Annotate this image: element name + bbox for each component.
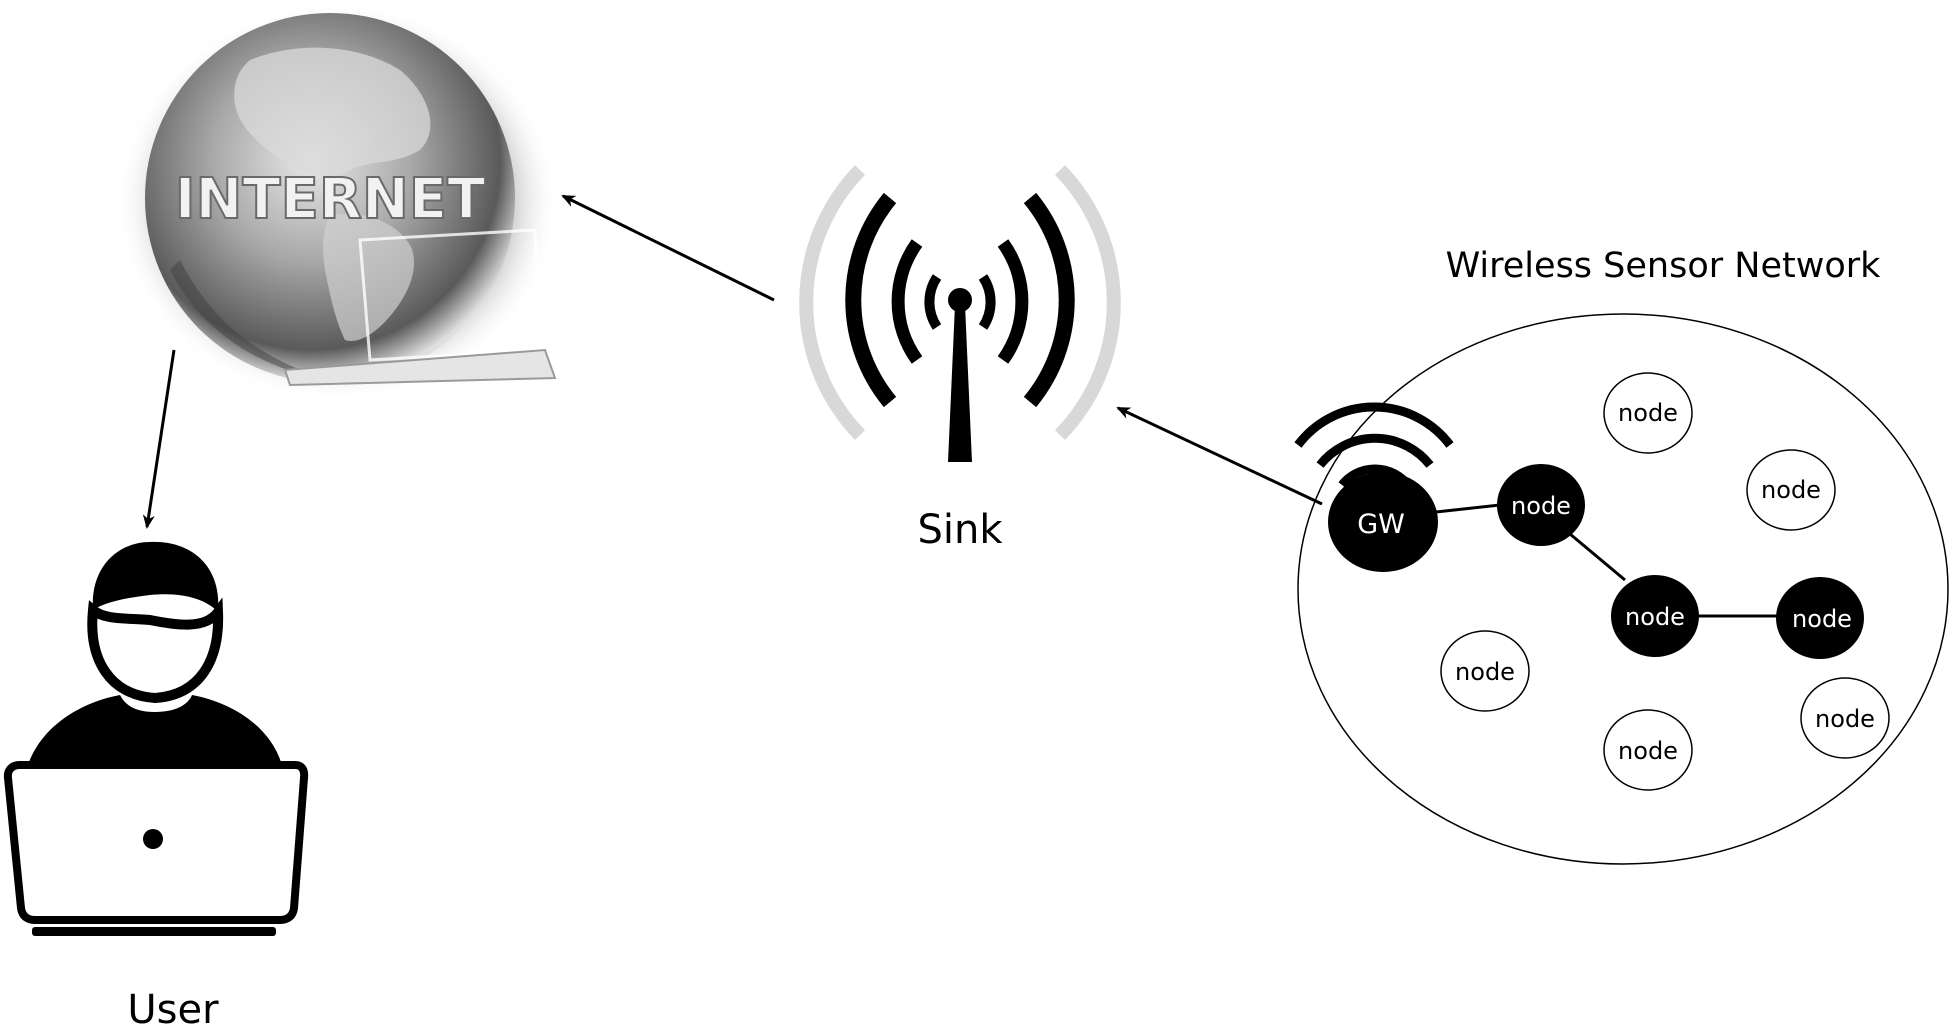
active-node-2-circle: [1611, 575, 1699, 657]
arrow-internet-to-user: [142, 349, 176, 529]
user-head: [87, 597, 224, 704]
link-gw-node1: [1435, 503, 1501, 514]
idle-node-3-circle: [1440, 630, 1530, 712]
idle-node-5: node: [1800, 677, 1890, 759]
arrow-gateway-to-sink: [1116, 406, 1323, 506]
user-label: User: [127, 987, 219, 1030]
idle-node-5-label: node: [1815, 705, 1875, 733]
user-body: [28, 695, 282, 765]
active-node-1-circle: [1497, 464, 1585, 546]
antenna-icon: [799, 165, 1121, 462]
idle-node-2-label: node: [1761, 476, 1821, 504]
link-node1-node2: [1569, 532, 1626, 582]
gw-signal-wave-middle: [1316, 433, 1434, 468]
antenna-wave-2-right: [997, 239, 1029, 364]
antenna-wave-2-left: [891, 239, 923, 364]
active-node-1-label: node: [1511, 492, 1571, 520]
antenna-wave-1-left: [924, 274, 942, 330]
arrow-sink-to-internet: [561, 194, 775, 302]
gateway-label: GW: [1357, 509, 1405, 540]
globe-continent-north-america: [234, 47, 431, 176]
antenna-wave-3-right: [1023, 192, 1075, 408]
active-node-3: node: [1776, 577, 1864, 659]
gw-signal-wave-outer: [1294, 402, 1454, 448]
globe-laptop-base: [283, 348, 557, 387]
idle-node-1-circle: [1603, 372, 1693, 454]
idle-node-4: node: [1603, 709, 1693, 791]
idle-node-3: node: [1440, 630, 1530, 712]
idle-node-5-circle: [1800, 677, 1890, 759]
gateway-circle: [1328, 472, 1438, 572]
antenna-wave-1-right: [978, 274, 996, 330]
antenna-wave-outer-right: [1054, 165, 1121, 440]
sink-label: Sink: [917, 507, 1003, 553]
antenna-mast: [948, 305, 972, 462]
user-laptop-base: [32, 927, 276, 936]
user-laptop-logo: [143, 829, 163, 849]
globe-continent-south-america: [323, 213, 415, 341]
active-node-3-circle: [1776, 577, 1864, 659]
idle-node-4-label: node: [1618, 737, 1678, 765]
idle-node-4-circle: [1603, 709, 1693, 791]
user-hair: [92, 541, 219, 612]
wsn-title: Wireless Sensor Network: [1446, 246, 1882, 286]
active-node-2: node: [1611, 575, 1699, 657]
wsn-boundary: [1297, 313, 1949, 865]
active-node-3-label: node: [1792, 605, 1852, 633]
active-node-2-label: node: [1625, 603, 1685, 631]
idle-node-1-label: node: [1618, 399, 1678, 427]
gateway-node: GW: [1328, 472, 1438, 572]
globe-shading-rim: [170, 260, 330, 380]
idle-node-2: node: [1746, 449, 1836, 531]
antenna-wave-3-left: [845, 192, 897, 408]
antenna-tip: [948, 288, 972, 312]
active-node-1: node: [1497, 464, 1585, 546]
internet-globe: INTERNET: [115, 2, 559, 402]
internet-label: INTERNET: [175, 167, 486, 232]
idle-node-1: node: [1603, 372, 1693, 454]
idle-node-2-circle: [1746, 449, 1836, 531]
antenna-wave-outer-left: [799, 165, 866, 440]
idle-node-3-label: node: [1455, 658, 1515, 686]
user-laptop-icon: [3, 541, 309, 936]
